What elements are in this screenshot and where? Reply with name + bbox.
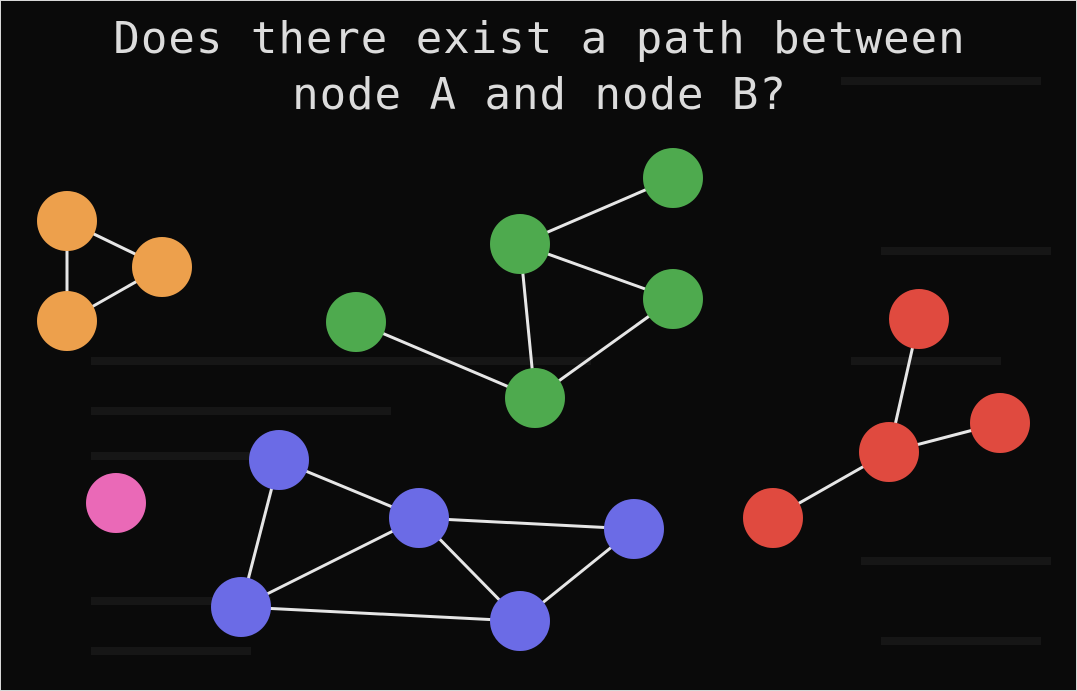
edge-b2-b4 [240,516,420,609]
nodes-layer [37,148,1030,651]
node-o1 [37,191,97,251]
node-p1 [86,473,146,533]
node-r2 [859,422,919,482]
title-line-1: Does there exist a path between [113,13,966,64]
node-b2 [389,488,449,548]
component-pink [86,473,146,533]
node-r3 [970,393,1030,453]
node-g1 [643,148,703,208]
node-r4 [743,488,803,548]
title-line-2: node A and node B? [292,69,787,120]
node-g4 [326,292,386,352]
component-blue [211,430,664,651]
edge-g4-g5 [355,320,536,400]
node-g5 [505,368,565,428]
node-o2 [132,237,192,297]
node-b4 [211,577,271,637]
component-red [743,289,1030,548]
component-orange [37,191,192,351]
node-r1 [889,289,949,349]
background-texture [91,77,1051,655]
edge-b4-b5 [240,605,521,623]
node-b1 [249,430,309,490]
node-b3 [604,499,664,559]
question-title: Does there exist a path between node A a… [1,11,1076,123]
component-green [326,148,703,428]
edge-b2-b3 [418,516,635,531]
node-o3 [37,291,97,351]
node-g3 [643,269,703,329]
node-b5 [490,591,550,651]
node-g2 [490,214,550,274]
